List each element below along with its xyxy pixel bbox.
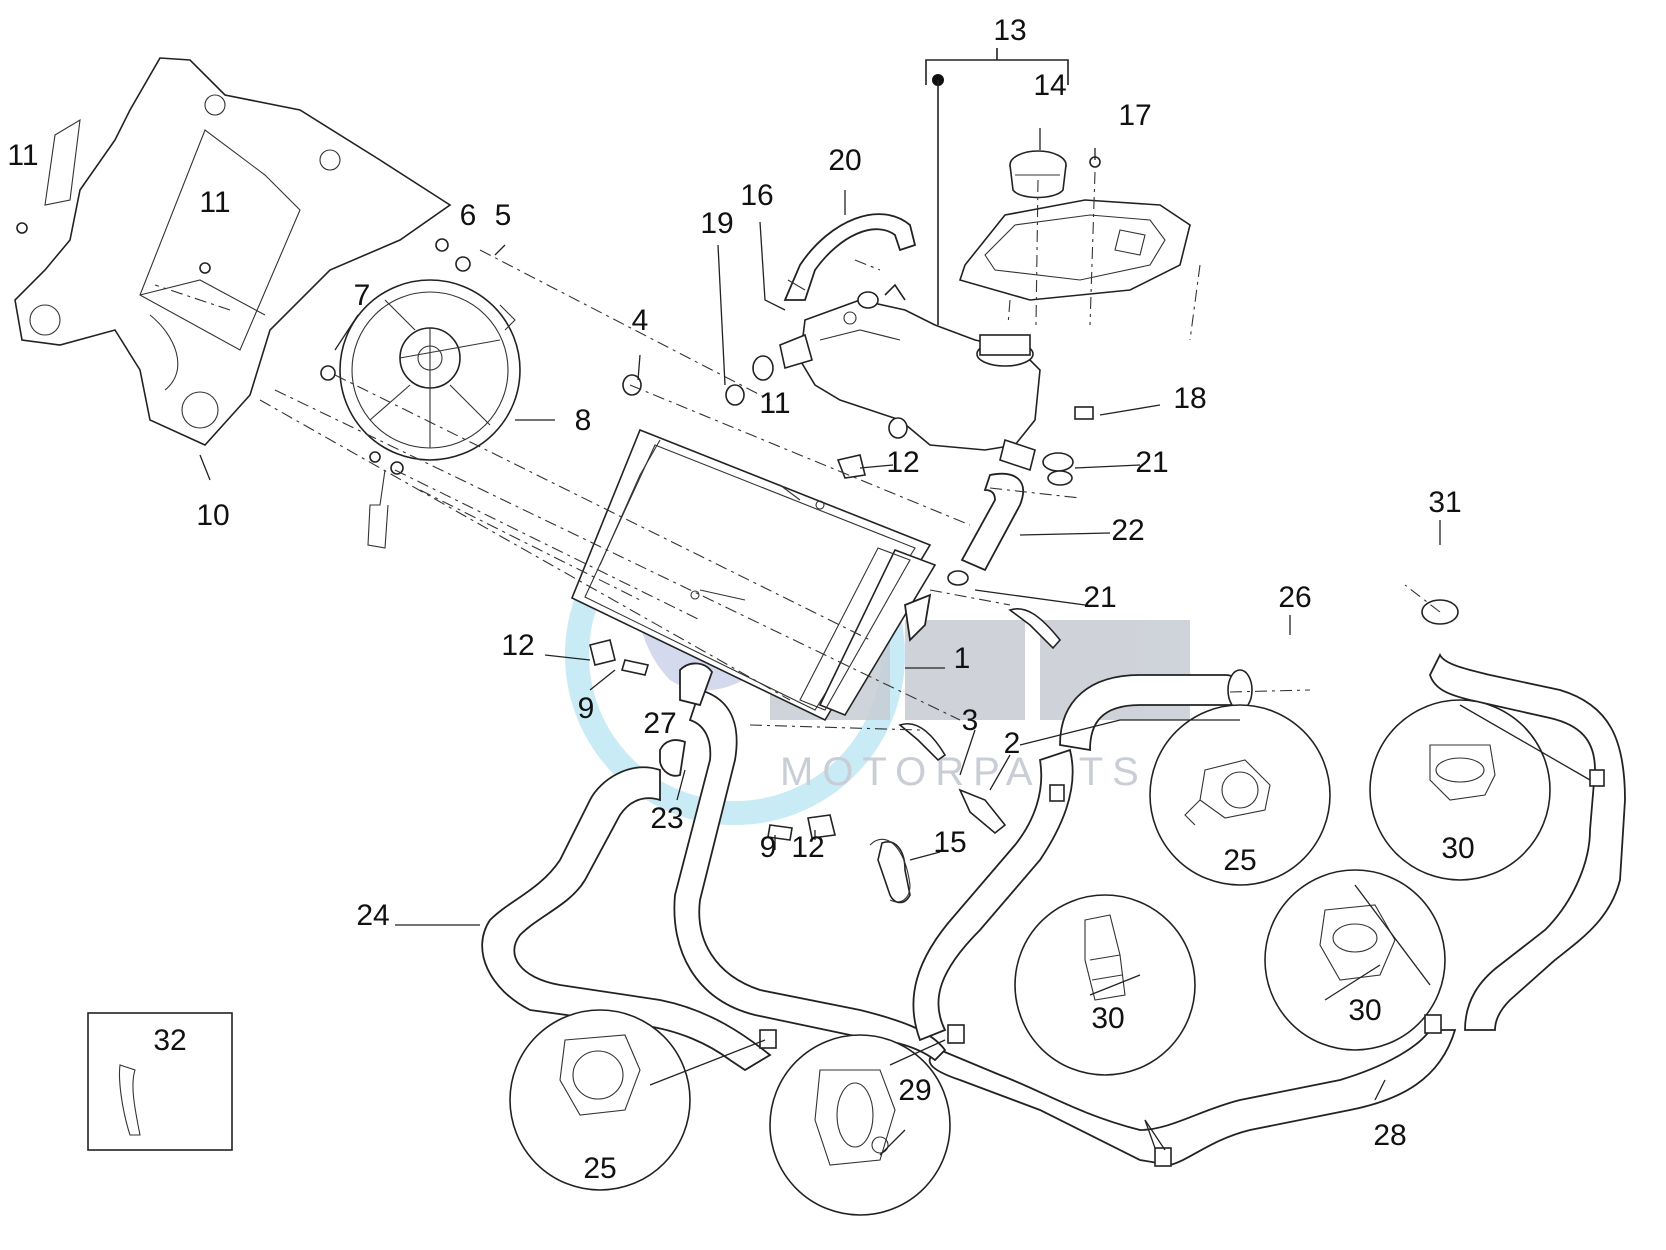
hose-clip-icon — [87, 699, 1605, 1216]
fan-icon — [339, 279, 521, 549]
callout-label-18: 18 — [1173, 382, 1206, 415]
callout-label-25: 25 — [1223, 844, 1256, 877]
bracket-13 — [925, 48, 1069, 325]
callout-label-9: 9 — [760, 831, 777, 864]
callout-label-16: 16 — [740, 179, 773, 212]
callout-label-24: 24 — [356, 899, 389, 932]
hose-icon — [481, 213, 1626, 1166]
callout-label-27: 27 — [643, 707, 676, 740]
callout-label-3: 3 — [962, 704, 979, 737]
callout-label-20: 20 — [828, 144, 861, 177]
callout-label-21: 21 — [1083, 581, 1116, 614]
callout-label-6: 6 — [460, 199, 477, 232]
radiator-icon — [570, 428, 937, 722]
callout-label-29: 29 — [898, 1074, 931, 1107]
callout-label-10: 10 — [196, 499, 229, 532]
callout-label-1: 1 — [954, 642, 971, 675]
callout-label-11: 11 — [7, 139, 38, 172]
expansion-tank-icon — [779, 283, 1041, 472]
callout-label-11: 11 — [199, 186, 230, 219]
callout-label-30: 30 — [1441, 832, 1474, 865]
bracket-icon — [589, 406, 1094, 904]
callout-label-30: 30 — [1091, 1002, 1124, 1035]
callout-label-11: 11 — [759, 387, 790, 420]
callout-label-30: 30 — [1348, 994, 1381, 1027]
watermark-subtitle: MOTORPARTS — [780, 750, 1148, 794]
callout-label-5: 5 — [495, 199, 512, 232]
callout-label-14: 14 — [1033, 69, 1066, 102]
callout-label-26: 26 — [1278, 581, 1311, 614]
callout-label-2: 2 — [1004, 727, 1021, 760]
callout-label-12: 12 — [886, 446, 919, 479]
callout-label-19: 19 — [700, 207, 733, 240]
callout-label-21: 21 — [1135, 446, 1168, 479]
callout-label-8: 8 — [575, 404, 592, 437]
callout-label-4: 4 — [632, 304, 649, 337]
screw-icon — [16, 222, 471, 475]
callout-label-12: 12 — [791, 831, 824, 864]
callout-label-23: 23 — [650, 802, 683, 835]
assembly-lines — [154, 171, 1441, 731]
callout-label-9: 9 — [578, 692, 595, 725]
callout-label-7: 7 — [354, 279, 371, 312]
callout-label-28: 28 — [1373, 1119, 1406, 1152]
tank-cover-icon — [958, 156, 1191, 301]
callout-label-22: 22 — [1111, 514, 1144, 547]
callout-label-31: 31 — [1428, 486, 1461, 519]
callout-label-32: 32 — [153, 1024, 186, 1057]
hose-clamp-icon — [622, 291, 1459, 711]
callout-label-25: 25 — [583, 1152, 616, 1185]
callout-label-17: 17 — [1118, 99, 1151, 132]
leader-lines — [199, 128, 1591, 1156]
callout-label-15: 15 — [933, 826, 966, 859]
callout-label-12: 12 — [501, 629, 534, 662]
callout-label-13: 13 — [993, 14, 1026, 47]
fan-shroud-icon — [14, 57, 452, 446]
